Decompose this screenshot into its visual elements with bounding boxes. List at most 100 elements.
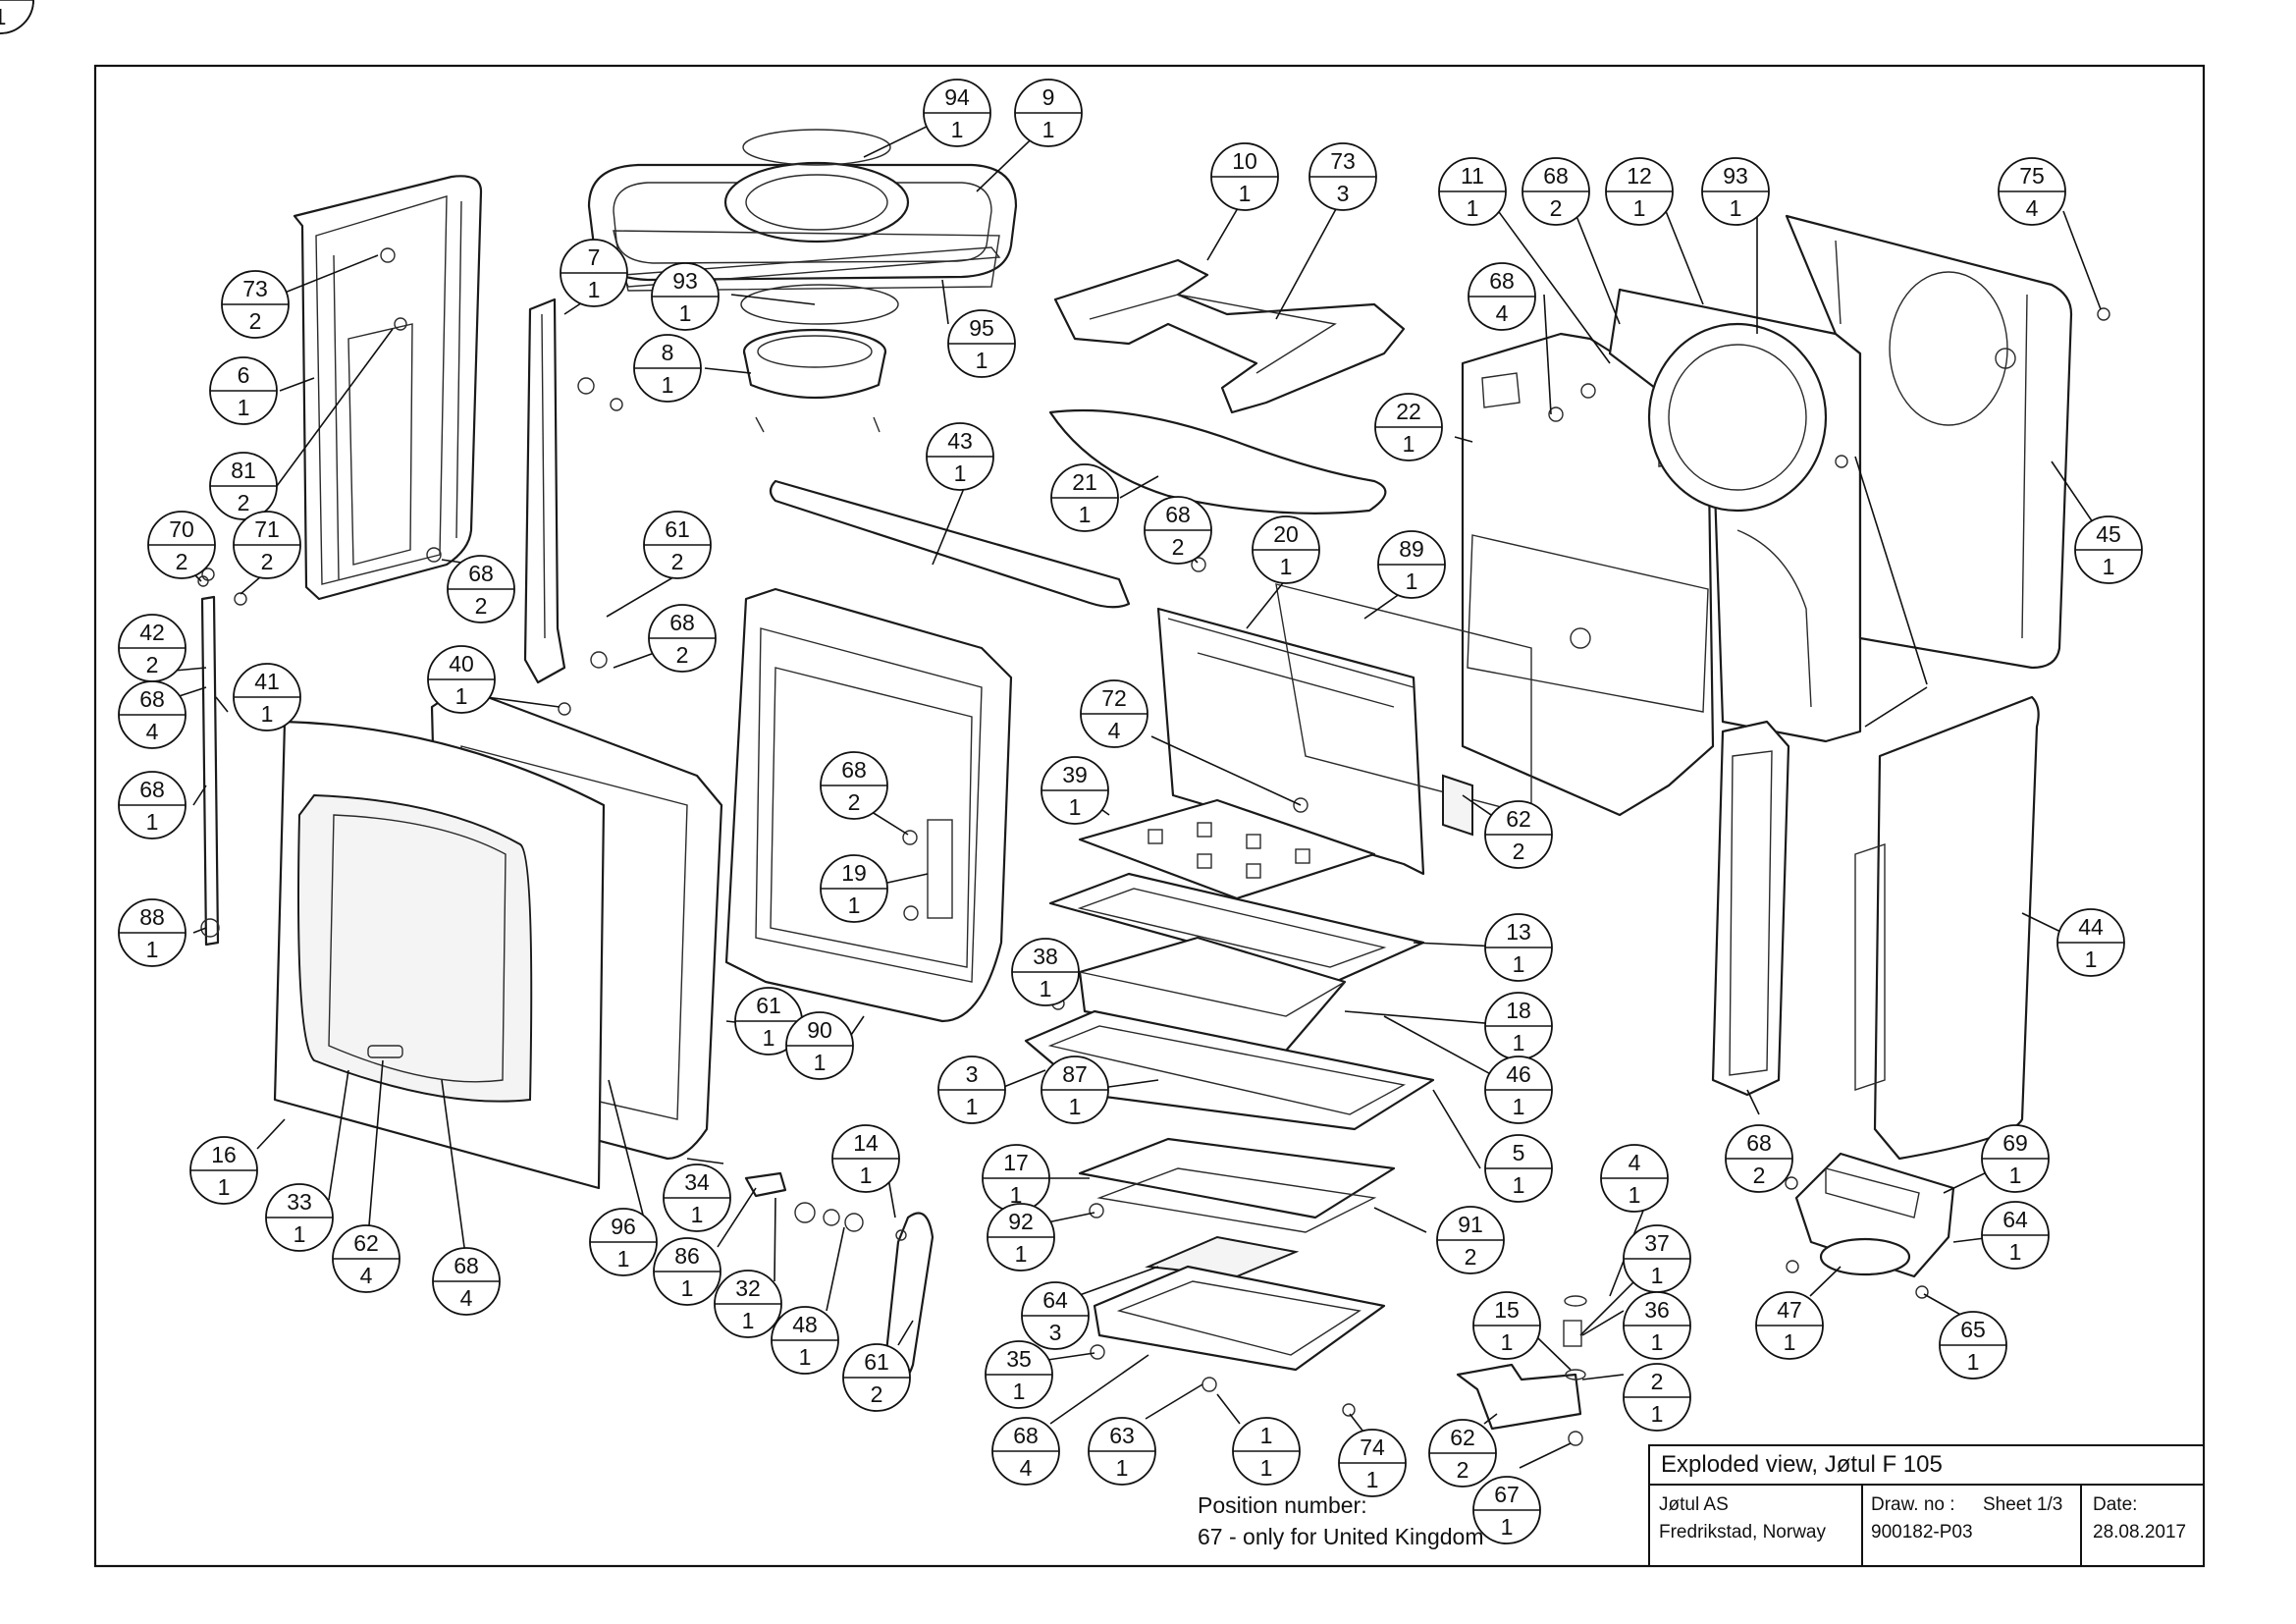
balloon-position-number: 16 <box>211 1142 237 1167</box>
balloon-position-number: 48 <box>792 1312 818 1337</box>
position-balloon: 931 <box>1701 157 1770 226</box>
balloon-quantity: 4 <box>460 1285 473 1311</box>
balloon-position-number: 95 <box>969 315 994 341</box>
part-grate <box>1078 798 1376 900</box>
position-balloon: 201 <box>1252 515 1320 584</box>
balloon-position-number: 71 <box>254 516 280 542</box>
balloon-quantity: 1 <box>1260 1455 1273 1481</box>
position-balloon: 321 <box>714 1270 782 1338</box>
balloon-position-number: 93 <box>1723 163 1748 189</box>
balloon-quantity: 1 <box>2085 947 2098 972</box>
balloon-position-number: 9 <box>1042 84 1055 110</box>
position-balloon: 461 <box>1484 1056 1553 1124</box>
balloon-quantity: 1 <box>1015 1241 1028 1267</box>
balloon-position-number: 17 <box>1003 1150 1029 1175</box>
company-name: Jøtul AS <box>1659 1494 1729 1515</box>
balloon-position-number: 4 <box>1629 1150 1641 1175</box>
balloon-position-number: 65 <box>1960 1317 1986 1342</box>
balloon-position-number: 6 <box>238 362 250 388</box>
balloon-quantity: 4 <box>2026 195 2039 221</box>
balloon-position-number: 93 <box>672 268 698 294</box>
balloon-position-number: 36 <box>1644 1297 1670 1323</box>
position-balloon: 812 <box>209 452 278 520</box>
balloon-quantity: 1 <box>1651 1329 1664 1355</box>
position-balloon: 682 <box>820 751 888 820</box>
balloon-quantity: 1 <box>1501 1329 1514 1355</box>
balloon-quantity: 2 <box>1465 1244 1477 1270</box>
position-balloon: 901 <box>785 1011 854 1080</box>
balloon-position-number: 39 <box>1062 762 1088 787</box>
balloon-position-number: 94 <box>944 84 970 110</box>
balloon-position-number: 92 <box>1008 1209 1034 1234</box>
position-balloon: 682 <box>1725 1124 1793 1193</box>
balloon-quantity: 1 <box>1042 117 1055 142</box>
balloon-position-number: 68 <box>1543 163 1569 189</box>
position-balloon: 684 <box>432 1247 501 1316</box>
position-balloon: 171 <box>982 1144 1050 1213</box>
balloon-quantity: 1 <box>261 701 274 727</box>
position-balloon: 682 <box>1144 496 1212 565</box>
position-balloon: 121 <box>1605 157 1674 226</box>
balloon-quantity: 1 <box>1239 181 1252 206</box>
balloon-position-number: 15 <box>1494 1297 1520 1323</box>
position-balloon: 441 <box>2056 908 2125 977</box>
position-balloon: 891 <box>1377 530 1446 599</box>
balloon-quantity: 1 <box>1467 195 1479 221</box>
position-balloon: 151 <box>1472 1291 1541 1360</box>
balloon-quantity: 1 <box>1040 976 1052 1001</box>
balloon-quantity: 1 <box>1651 1263 1664 1288</box>
balloon-position-number: 68 <box>139 777 165 802</box>
balloon-quantity: 4 <box>1020 1455 1033 1481</box>
part-left-side-frame <box>293 175 483 601</box>
part-air-adapter <box>1794 1152 1955 1278</box>
balloon-position-number: 44 <box>2078 914 2104 940</box>
balloon-quantity: 1 <box>954 460 967 486</box>
balloon-position-number: 62 <box>1450 1425 1475 1450</box>
balloon-position-number: 96 <box>611 1214 636 1239</box>
balloon-quantity: 2 <box>475 593 488 619</box>
balloon-quantity: 3 <box>1049 1320 1062 1345</box>
balloon-position-number: 70 <box>169 516 194 542</box>
balloon-position-number: 68 <box>139 686 165 712</box>
balloon-position-number: 64 <box>2002 1207 2028 1232</box>
position-balloon: 682 <box>447 555 515 623</box>
position-balloon: 684 <box>1468 262 1536 331</box>
balloon-position-number: 13 <box>1506 919 1531 945</box>
company-location: Fredrikstad, Norway <box>1659 1522 1826 1543</box>
position-balloon: 691 <box>1981 1124 2050 1193</box>
position-balloon: 141 <box>831 1124 900 1193</box>
position-balloon: 431 <box>926 422 994 491</box>
balloon-quantity: 1 <box>1280 554 1293 579</box>
balloon-quantity: 2 <box>1172 534 1185 560</box>
part-base <box>1093 1265 1386 1372</box>
position-balloon: 181 <box>1484 992 1553 1060</box>
position-balloon: 161 <box>189 1136 258 1205</box>
balloon-quantity: 2 <box>176 549 188 574</box>
balloon-position-number: 47 <box>1777 1297 1802 1323</box>
position-balloon: 661 <box>0 0 34 34</box>
balloon-quantity: 1 <box>1784 1329 1796 1355</box>
balloon-quantity: 1 <box>1069 794 1082 820</box>
position-balloon: 471 <box>1755 1291 1824 1360</box>
balloon-quantity: 1 <box>966 1094 979 1119</box>
position-balloon: 881 <box>118 898 187 967</box>
position-balloon: 391 <box>1041 756 1109 825</box>
balloon-position-number: 12 <box>1627 163 1652 189</box>
balloon-quantity: 1 <box>1967 1349 1980 1375</box>
balloon-quantity: 1 <box>1513 1172 1525 1198</box>
balloon-position-number: 68 <box>669 610 695 635</box>
balloon-position-number: 34 <box>684 1169 710 1195</box>
position-balloon: 861 <box>653 1237 721 1306</box>
position-balloon: 931 <box>651 262 720 331</box>
balloon-quantity: 1 <box>218 1174 231 1200</box>
balloon-position-number: 38 <box>1033 944 1058 969</box>
balloon-position-number: 18 <box>1506 998 1531 1023</box>
balloon-position-number: 19 <box>841 860 867 886</box>
position-balloon: 622 <box>1428 1419 1497 1488</box>
position-balloon: 31 <box>937 1056 1006 1124</box>
position-balloon: 411 <box>233 663 301 731</box>
drawing-number: 900182-P03 <box>1871 1522 1973 1543</box>
position-balloon: 741 <box>1338 1429 1407 1497</box>
position-balloon: 671 <box>1472 1476 1541 1544</box>
